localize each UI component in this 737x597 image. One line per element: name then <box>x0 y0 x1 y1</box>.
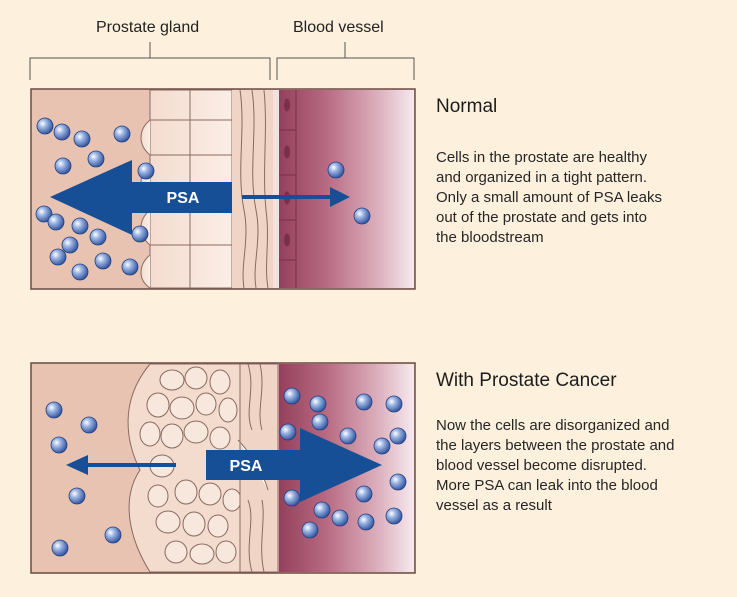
normal-description-line: out of the prostate and gets into <box>436 208 662 228</box>
normal-description: Cells in the prostate are healthy and or… <box>436 148 662 248</box>
cancer-description-line: Now the cells are disorganized and <box>436 416 675 436</box>
blood-vessel-bracket <box>277 42 414 80</box>
normal-description-line: the bloodstream <box>436 228 662 248</box>
psa-arrow-label-normal: PSA <box>167 190 200 207</box>
cancer-description-line: the layers between the prostate and <box>436 436 675 456</box>
tissue-layers <box>232 90 279 288</box>
cancer-description-line: blood vessel become disrupted. <box>436 456 675 476</box>
cancer-description-line: vessel as a result <box>436 496 675 516</box>
normal-description-line: and organized in a tight pattern. <box>436 168 662 188</box>
prostate-gland-bracket <box>30 42 270 80</box>
cancer-description-line: More PSA can leak into the blood <box>436 476 675 496</box>
cancer-heading: With Prostate Cancer <box>436 370 617 392</box>
cancer-description: Now the cells are disorganized and the l… <box>436 416 675 516</box>
normal-description-line: Only a small amount of PSA leaks <box>436 188 662 208</box>
blood-vessel-normal <box>279 90 414 288</box>
normal-heading: Normal <box>436 96 497 118</box>
cancer-panel-illustration: PSA <box>31 363 415 573</box>
normal-description-line: Cells in the prostate are healthy <box>436 148 662 168</box>
psa-arrow-label-cancer: PSA <box>230 458 263 475</box>
normal-panel-illustration: PSA <box>31 89 415 289</box>
